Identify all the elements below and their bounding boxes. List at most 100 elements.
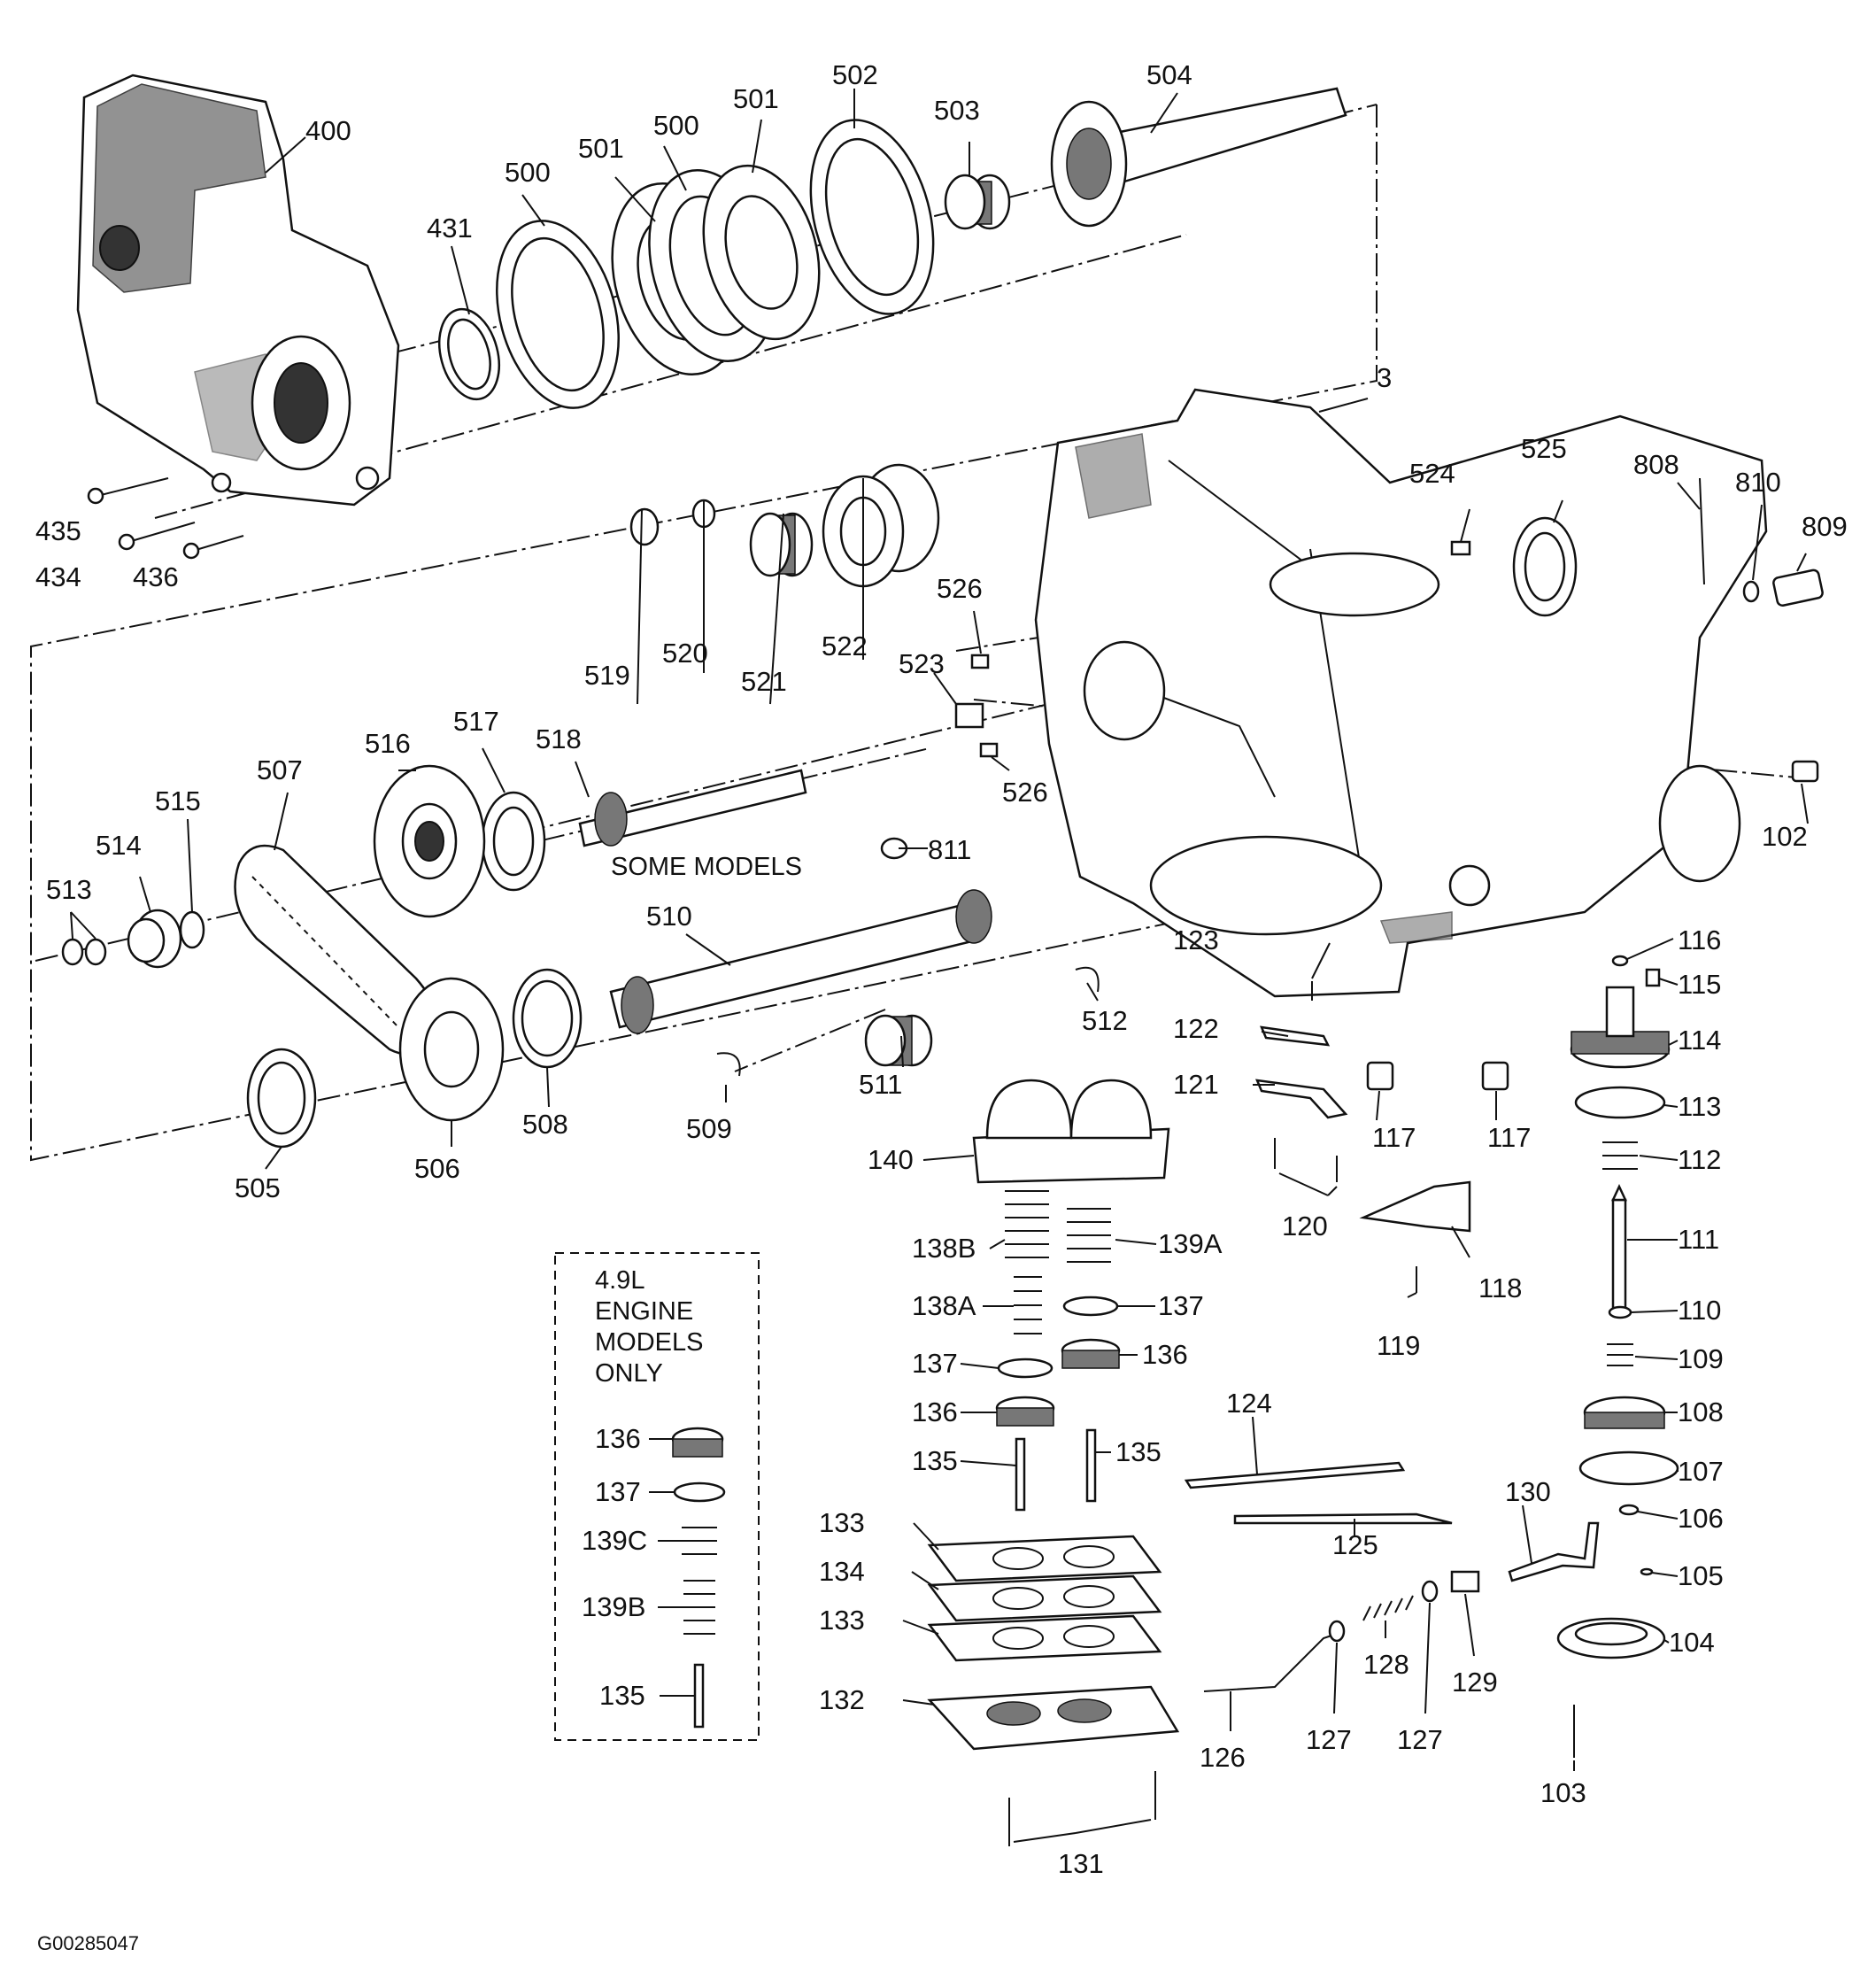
washer-127-right: [1421, 1580, 1439, 1603]
note-engine-line-3: MODELS: [595, 1328, 703, 1357]
bolt-434: [118, 522, 196, 551]
note-engine-line-2: ENGINE: [595, 1297, 693, 1326]
ring-105: [1640, 1567, 1654, 1576]
label-503: 503: [934, 95, 980, 126]
note-some-models: SOME MODELS: [611, 853, 802, 881]
rod-126: [1203, 1633, 1338, 1692]
label-117-b: 117: [1487, 1122, 1531, 1153]
plug-102: [1791, 760, 1819, 783]
label-108: 108: [1678, 1396, 1724, 1427]
label-138A: 138A: [912, 1290, 976, 1321]
label-127-a: 127: [1306, 1724, 1352, 1755]
label-136-a: 136: [912, 1396, 958, 1427]
label-125: 125: [1332, 1529, 1378, 1560]
label-511: 511: [859, 1069, 902, 1100]
bracket-121: [1255, 1079, 1348, 1119]
plug-524: [1450, 540, 1471, 556]
bearing-503: [944, 174, 1011, 230]
pin-135-right: [1085, 1428, 1097, 1503]
label-135-c: 135: [599, 1680, 645, 1711]
seal-107: [1578, 1450, 1679, 1486]
washer-116: [1611, 955, 1629, 967]
label-133-a: 133: [819, 1507, 865, 1538]
label-112: 112: [1678, 1144, 1721, 1175]
bearing-511: [864, 1014, 933, 1067]
label-130: 130: [1505, 1476, 1551, 1507]
spring-139A: [1067, 1208, 1111, 1263]
label-434: 434: [35, 561, 81, 592]
label-400: 400: [305, 115, 351, 146]
label-809: 809: [1802, 511, 1848, 542]
piston-136-inset: [671, 1427, 724, 1458]
label-504: 504: [1146, 59, 1192, 90]
snap-ring-512: [1075, 966, 1100, 993]
label-514: 514: [96, 830, 142, 861]
ring-106: [1618, 1504, 1640, 1516]
label-520: 520: [662, 638, 708, 669]
spacer-plate-134: [927, 1574, 1162, 1622]
label-518: 518: [536, 723, 582, 754]
stud-117-left: [1366, 1061, 1394, 1091]
label-513: 513: [46, 874, 92, 905]
servo-cover-114: [1570, 986, 1671, 1069]
label-810: 810: [1735, 467, 1781, 498]
oring-810: [1742, 580, 1760, 603]
label-140: 140: [868, 1144, 914, 1175]
label-113: 113: [1678, 1091, 1721, 1122]
plate-122: [1260, 1025, 1331, 1047]
spring-112: [1602, 1141, 1638, 1170]
label-118: 118: [1478, 1272, 1522, 1303]
pipe-130: [1508, 1521, 1600, 1582]
gasket-133-top: [927, 1535, 1162, 1582]
bearing-514: [127, 909, 182, 969]
label-139A: 139A: [1158, 1228, 1223, 1259]
label-510: 510: [646, 901, 692, 932]
label-115: 115: [1678, 969, 1721, 1000]
label-525: 525: [1521, 433, 1567, 464]
label-509: 509: [686, 1113, 732, 1144]
pin-526-a: [970, 654, 990, 669]
seal-431: [438, 307, 500, 401]
label-431: 431: [427, 213, 473, 244]
stud-117-right: [1481, 1061, 1509, 1091]
label-138B: 138B: [912, 1233, 976, 1264]
pipe-124: [1184, 1461, 1406, 1489]
spring-138A: [1014, 1276, 1042, 1334]
label-120: 120: [1282, 1211, 1328, 1242]
hub-517: [481, 791, 546, 892]
label-811: 811: [928, 834, 971, 865]
label-128: 128: [1363, 1649, 1409, 1680]
label-522: 522: [822, 630, 868, 661]
pin-135-inset: [693, 1663, 705, 1729]
bolts-120: [1274, 1138, 1338, 1182]
piston-136-left: [995, 1396, 1055, 1427]
accumulator-cover-140: [972, 1079, 1170, 1184]
seal-137-inset: [673, 1481, 726, 1503]
label-107: 107: [1678, 1456, 1724, 1487]
sprocket-506: [398, 977, 505, 1122]
label-435: 435: [35, 515, 81, 546]
label-524: 524: [1409, 458, 1455, 489]
label-505: 505: [235, 1172, 281, 1203]
plate-502: [809, 119, 935, 315]
label-515: 515: [155, 785, 201, 816]
label-808: 808: [1633, 449, 1679, 480]
label-512: 512: [1082, 1005, 1128, 1036]
figure-id: G00285047: [37, 1932, 139, 1954]
baffle-118: [1359, 1180, 1471, 1233]
label-136-c: 136: [595, 1423, 641, 1454]
label-135-a: 135: [912, 1445, 958, 1476]
label-129: 129: [1452, 1667, 1498, 1698]
washers-513: [61, 938, 107, 966]
label-116: 116: [1678, 924, 1721, 955]
washer-127-left: [1328, 1620, 1346, 1643]
plate-500-a: [496, 220, 620, 409]
spring-139B-inset: [683, 1580, 715, 1635]
label-519: 519: [584, 660, 630, 691]
label-501-b: 501: [733, 83, 779, 114]
label-123: 123: [1173, 924, 1219, 955]
label-500-a: 500: [505, 157, 551, 188]
label-506: 506: [414, 1153, 460, 1184]
spacer-515: [179, 910, 205, 949]
